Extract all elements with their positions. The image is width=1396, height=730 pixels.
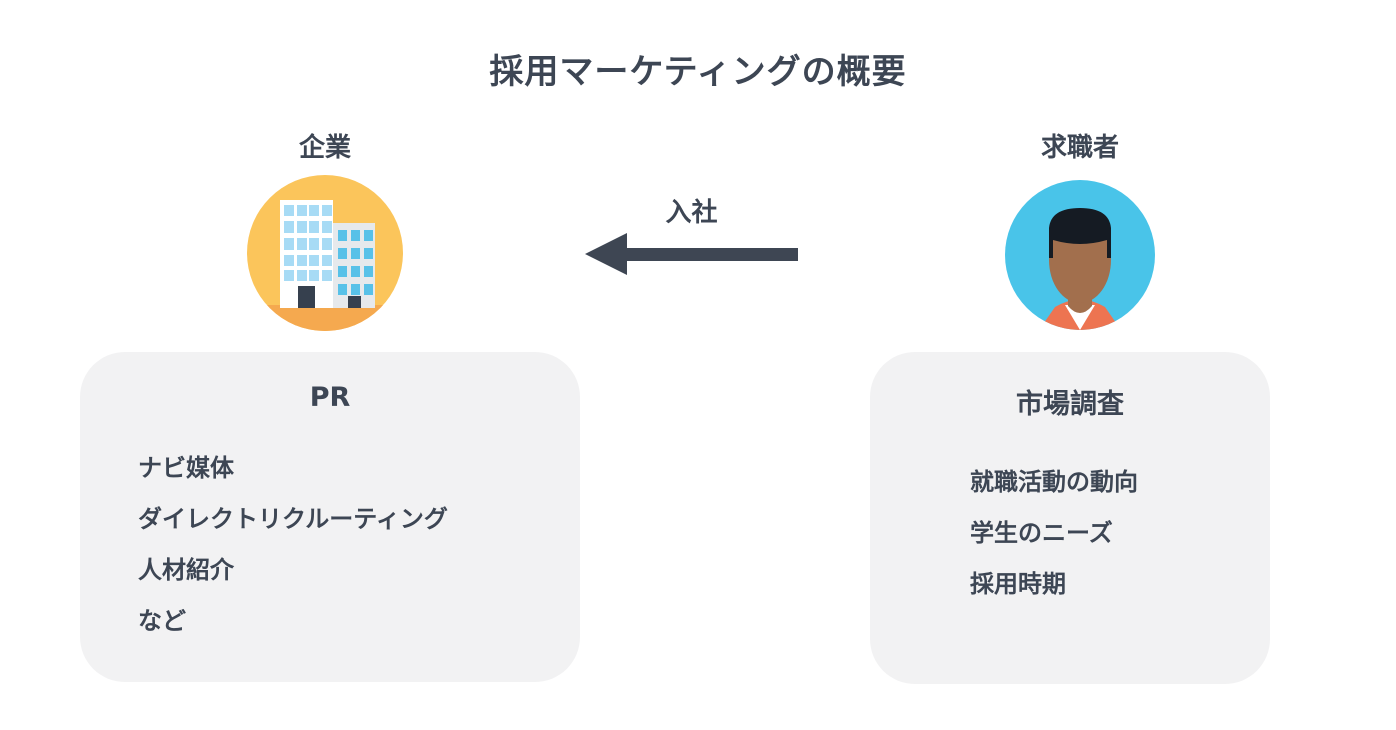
arrow-label: 入社 — [665, 198, 718, 228]
list-item: 就職活動の動向 — [970, 468, 1138, 496]
person-icon — [1005, 180, 1155, 330]
list-item: ナビ媒体 — [138, 454, 234, 482]
company-label: 企業 — [298, 133, 351, 163]
list-item: ダイレクトリクルーティング — [138, 505, 448, 533]
jobseeker-label: 求職者 — [1040, 133, 1119, 163]
list-item: 人材紹介 — [138, 556, 234, 584]
left-arrow-icon — [585, 233, 798, 275]
building-icon — [245, 173, 405, 333]
page-title: 採用マーケティングの概要 — [489, 52, 907, 92]
market-research-box: 市場調査 就職活動の動向 学生のニーズ 採用時期 — [870, 352, 1270, 684]
list-item: 採用時期 — [970, 570, 1066, 598]
list-item: 学生のニーズ — [970, 519, 1113, 547]
pr-box-list: ナビ媒体 ダイレクトリクルーティング 人材紹介 など — [138, 453, 580, 636]
pr-box: PR ナビ媒体 ダイレクトリクルーティング 人材紹介 など — [80, 352, 580, 682]
research-box-list: 就職活動の動向 学生のニーズ 採用時期 — [970, 467, 1270, 599]
pr-box-heading: PR — [309, 382, 351, 413]
research-box-heading: 市場調査 — [1016, 389, 1124, 420]
list-item: など — [138, 607, 186, 635]
